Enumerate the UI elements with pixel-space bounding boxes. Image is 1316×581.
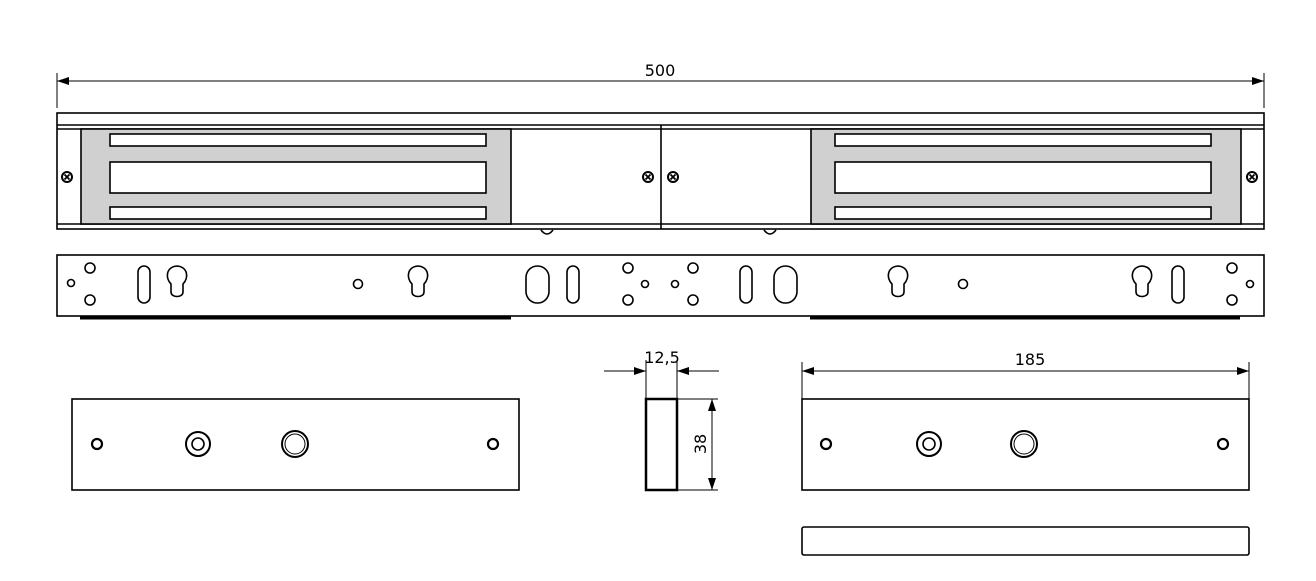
mounting-plate xyxy=(56,254,1265,320)
dimension-label-38: 38 xyxy=(691,434,710,454)
dimension-label-185: 185 xyxy=(1015,350,1046,369)
armature-plate-right: 185 xyxy=(801,350,1250,491)
dimension-label-12-5: 12,5 xyxy=(644,348,680,367)
screw-icon xyxy=(642,171,654,183)
dimension-label-500: 500 xyxy=(645,61,676,80)
dimension-overall-length: 500 xyxy=(56,61,1265,108)
screw-icon xyxy=(61,171,73,183)
armature-plate-left xyxy=(71,398,520,491)
screw-icon xyxy=(667,171,679,183)
screw-icon xyxy=(1246,171,1258,183)
magnet-lock-front-view xyxy=(56,112,1265,235)
armature-bottom-view xyxy=(801,526,1250,556)
armature-side-view: 12,5 38 xyxy=(604,348,719,492)
